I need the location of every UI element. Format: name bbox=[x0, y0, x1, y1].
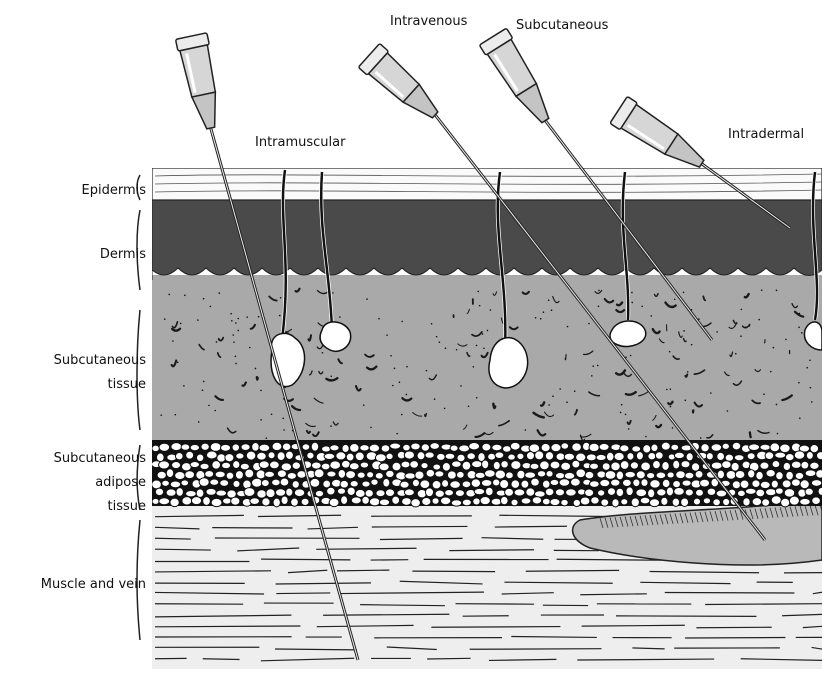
label-adipose-line2: adipose bbox=[95, 472, 146, 494]
label-adipose-line3: tissue bbox=[108, 496, 147, 518]
label-muscle-and-vein: Muscle and vein bbox=[41, 574, 146, 596]
subcutaneous-tissue-layer bbox=[152, 275, 822, 450]
label-subcutaneous: Subcutaneous bbox=[516, 18, 608, 33]
label-intradermal: Intradermal bbox=[728, 127, 804, 142]
label-subcutaneous-tissue-line2: tissue bbox=[108, 374, 147, 396]
label-adipose-line1: Subcutaneous bbox=[54, 448, 146, 470]
label-epidermis: Epidermis bbox=[82, 180, 147, 202]
label-intravenous: Intravenous bbox=[390, 14, 467, 29]
label-subcutaneous-tissue-line1: Subcutaneous bbox=[54, 350, 146, 372]
label-dermis: Dermis bbox=[100, 244, 146, 266]
label-intramuscular: Intramuscular bbox=[255, 135, 345, 150]
